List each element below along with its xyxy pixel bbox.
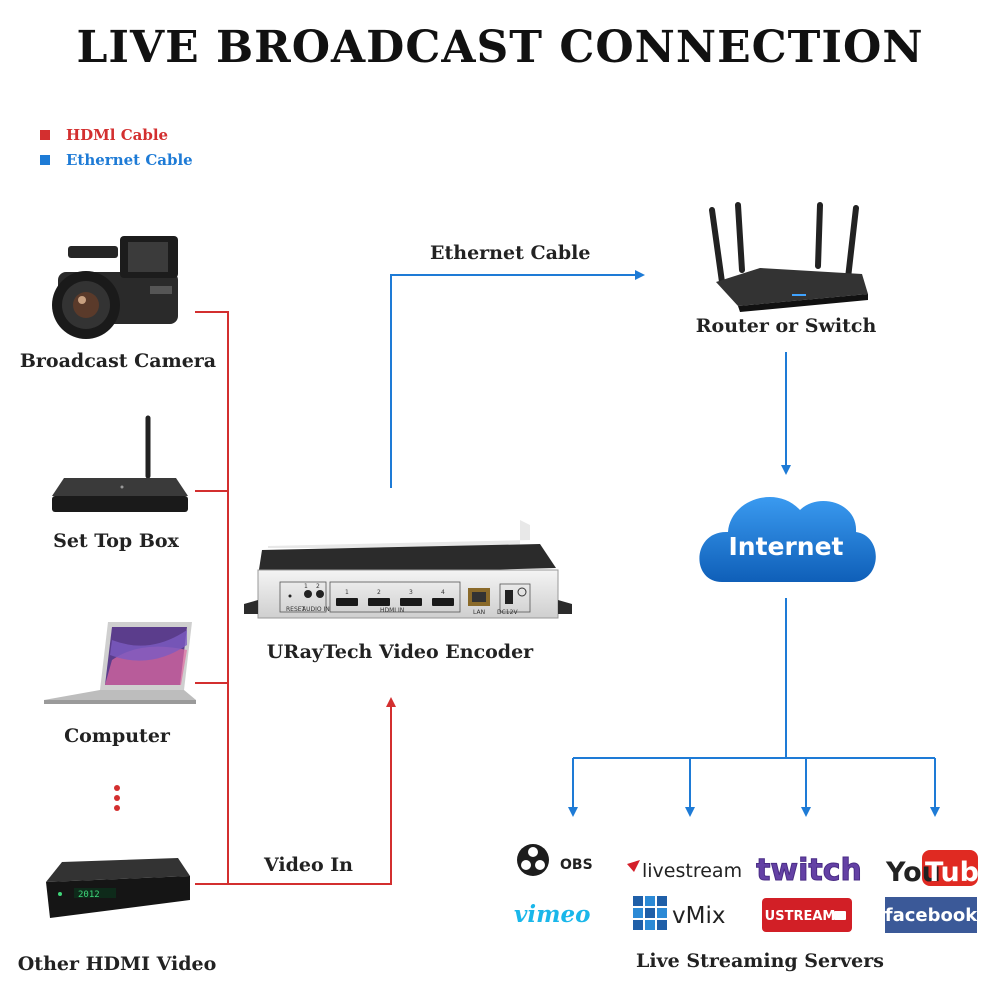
port-hdmi: HDMI IN [380,607,404,614]
livestream-logo: livestream [627,860,742,882]
source-label-settop: Set Top Box [53,530,179,552]
port-audio: AUDIO IN [302,606,330,613]
svg-text:2012: 2012 [78,890,100,900]
page-title: LIVE BROADCAST CONNECTION [76,22,924,73]
svg-text:twitch: twitch [756,853,862,888]
port-hdmi-2: 2 [377,589,381,596]
camera-icon [52,236,178,339]
port-audio-2: 2 [316,583,320,590]
hdmi-trunk-line [195,311,229,884]
router-icon [709,202,868,312]
port-hdmi-3: 3 [409,589,413,596]
svg-text:vimeo: vimeo [514,901,590,928]
ethernet-encoder-router-line [390,270,645,488]
internet-label: Internet [728,532,843,561]
port-dc: DC12V [497,609,518,616]
vmix-logo: vMix [633,896,725,930]
media-player-icon: 2012 [46,858,190,918]
source-label-other: Other HDMI Video [17,953,217,975]
video-in-edge-label: Video In [264,854,353,876]
port-reset: RESET [286,606,306,613]
svg-text:vMix: vMix [672,903,725,929]
internet-cloud-icon [699,497,876,582]
svg-text:livestream: livestream [642,860,742,882]
laptop-icon [44,622,196,704]
port-hdmi-1: 1 [345,589,349,596]
encoder-device [244,520,572,619]
legend-ethernet: Ethernet Cable [40,151,193,169]
legend-ethernet-label: Ethernet Cable [66,151,193,169]
set-top-box-icon [52,415,188,512]
port-lan: LAN [473,609,485,616]
servers-label: Live Streaming Servers [636,950,884,972]
hdmi-connections [195,311,396,885]
ustream-logo: USTREAM [762,898,852,932]
ethernet-connections [390,270,940,817]
hdmi-video-in-line [195,697,396,885]
router-label: Router or Switch [695,315,877,337]
ethernet-edge-label: Ethernet Cable [430,242,591,264]
port-hdmi-4: 4 [441,589,445,596]
svg-text:facebook: facebook [885,905,978,926]
more-sources-dots [114,785,120,811]
legend-ethernet-swatch [40,155,50,165]
source-label-camera: Broadcast Camera [19,350,217,372]
port-audio-1: 1 [304,583,308,590]
legend-hdmi-swatch [40,130,50,140]
facebook-logo: facebook [885,897,978,933]
vimeo-logo: vimeo [514,901,590,928]
encoder-port-labels: RESET AUDIO IN 1 2 1 2 3 4 HDMI IN LAN D… [286,583,518,616]
svg-text:You: You [885,857,941,888]
obs-logo: OBS [517,844,593,876]
source-label-computer: Computer [64,725,170,747]
twitch-logo: twitch [756,853,863,889]
encoder-label: URayTech Video Encoder [266,641,534,663]
legend-hdmi: HDMl Cable [40,126,168,144]
svg-text:Tube: Tube [925,857,997,888]
svg-text:USTREAM: USTREAM [765,909,836,924]
svg-text:OBS: OBS [560,857,593,873]
youtube-logo: You Tube [885,850,997,888]
legend-hdmi-label: HDMl Cable [66,126,169,144]
